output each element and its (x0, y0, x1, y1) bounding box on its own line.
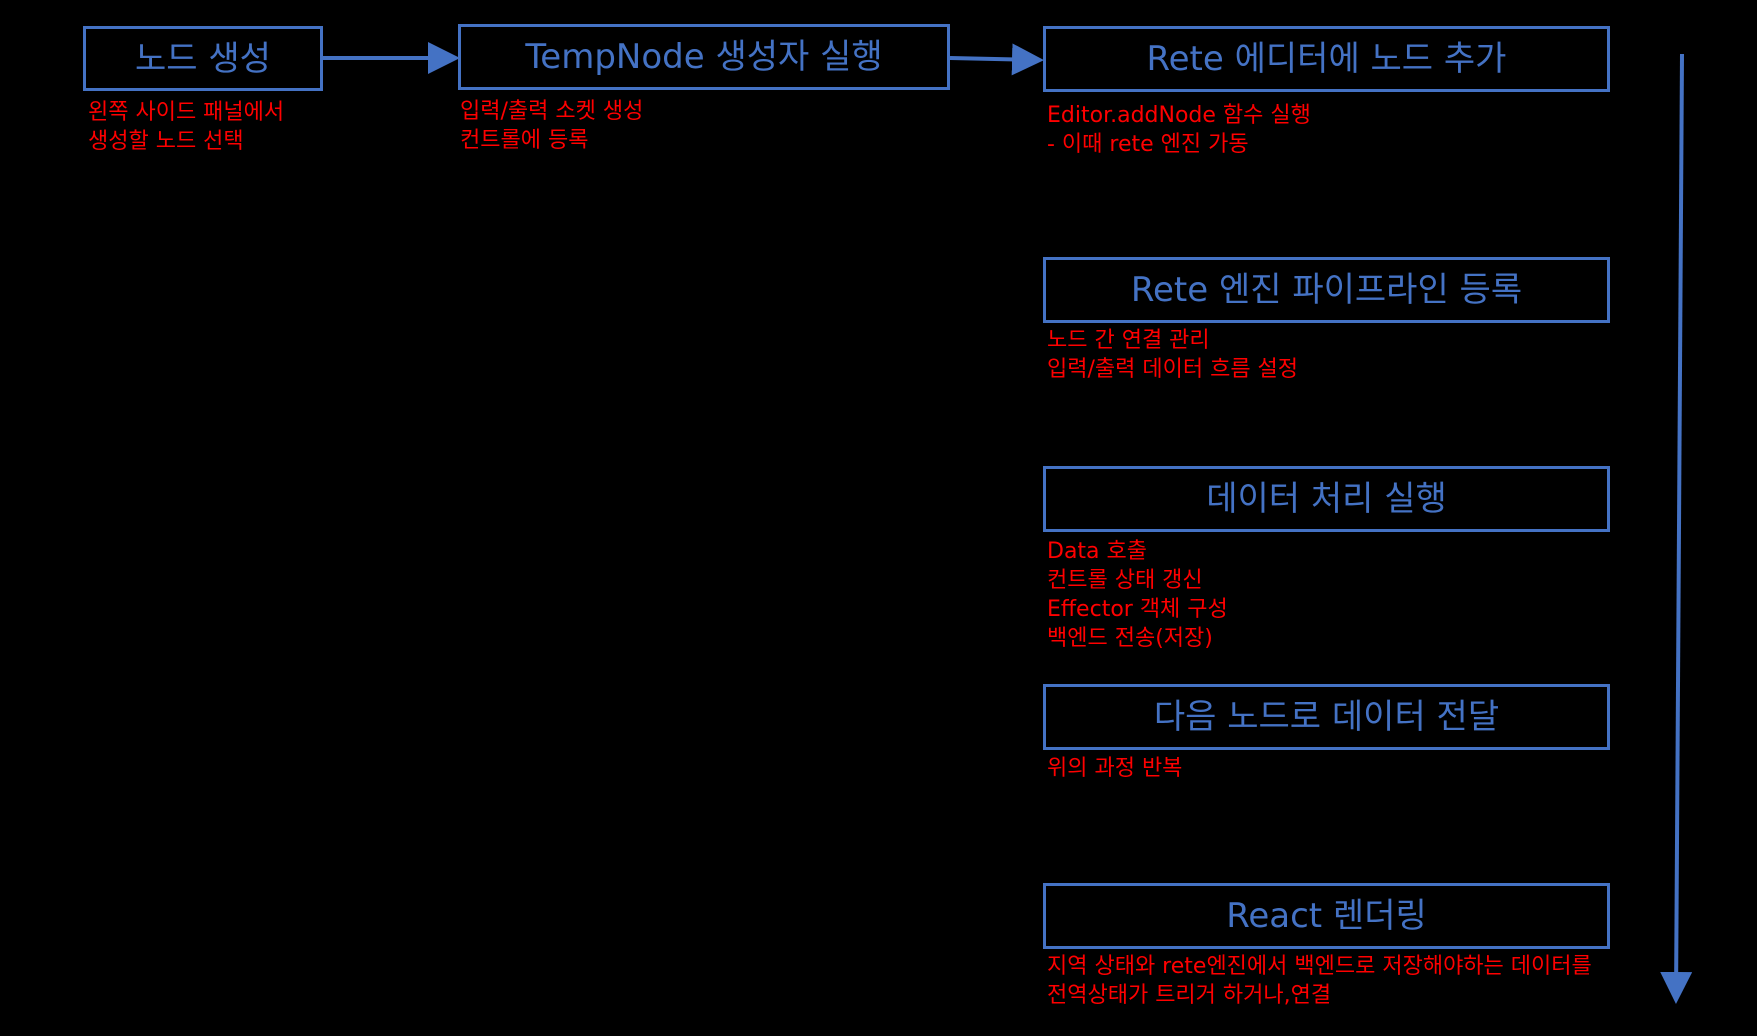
node-create-label: 노드 생성 (135, 38, 271, 79)
arrow-constructor-to-editor (949, 43, 1044, 76)
node-add-node-to-editor-label: Rete 에디터에 노드 추가 (1146, 39, 1507, 79)
node-run-data-processing: 데이터 처리 실행 (1043, 466, 1610, 532)
node-pass-data-to-next-node-label: 다음 노드로 데이터 전달 (1153, 697, 1500, 737)
note-run-data-processing: Data 호출 컨트롤 상태 갱신 Effector 객체 구성 백엔드 전송(… (1047, 537, 1228, 653)
note-tempnode-constructor: 입력/출력 소켓 생성 컨트롤에 등록 (460, 97, 643, 155)
node-tempnode-constructor-label: TempNode 생성자 실행 (525, 37, 883, 77)
note-line: 왼쪽 사이드 패널에서 (88, 100, 285, 125)
node-react-rendering-label: React 렌더링 (1226, 896, 1427, 936)
note-line: 노드 간 연결 관리 (1047, 328, 1210, 353)
node-run-data-processing-label: 데이터 처리 실행 (1206, 479, 1447, 519)
note-react-rendering: 지역 상태와 rete엔진에서 백엔드로 저장해야하는 데이터를 전역상태가 트… (1047, 952, 1592, 1010)
note-line: 입력/출력 소켓 생성 (460, 99, 644, 124)
node-create: 노드 생성 (83, 26, 323, 91)
note-pass-data-to-next-node: 위의 과정 반복 (1047, 754, 1182, 783)
note-line: Effector 객체 구성 (1047, 597, 1228, 622)
node-register-engine-pipeline: Rete 엔진 파이프라인 등록 (1043, 257, 1610, 323)
note-line: Editor.addNode 함수 실행 (1047, 103, 1311, 128)
node-register-engine-pipeline-label: Rete 엔진 파이프라인 등록 (1130, 270, 1523, 310)
note-line: 지역 상태와 rete엔진에서 백엔드로 저장해야하는 데이터를 (1047, 954, 1592, 979)
note-line: 생성할 노드 선택 (88, 129, 244, 154)
note-register-engine-pipeline: 노드 간 연결 관리 입력/출력 데이터 흐름 설정 (1047, 326, 1298, 384)
arrow-vertical-flow (1660, 53, 1693, 1004)
note-line: 컨트롤에 등록 (460, 128, 589, 153)
note-line: Data 호출 (1047, 539, 1148, 564)
note-create: 왼쪽 사이드 패널에서 생성할 노드 선택 (88, 98, 284, 156)
note-line: 컨트롤 상태 갱신 (1047, 568, 1203, 593)
note-line: - 이때 rete 엔진 가동 (1047, 132, 1249, 157)
note-line: 백엔드 전송(저장) (1047, 626, 1213, 651)
note-add-node-to-editor: Editor.addNode 함수 실행 - 이때 rete 엔진 가동 (1047, 101, 1311, 159)
node-add-node-to-editor: Rete 에디터에 노드 추가 (1043, 26, 1610, 92)
note-line: 전역상태가 트리거 하거나,연결 (1047, 983, 1332, 1008)
node-pass-data-to-next-node: 다음 노드로 데이터 전달 (1043, 684, 1610, 750)
note-line: 위의 과정 반복 (1047, 756, 1183, 781)
node-tempnode-constructor: TempNode 생성자 실행 (458, 24, 950, 90)
node-react-rendering: React 렌더링 (1043, 883, 1610, 949)
note-line: 입력/출력 데이터 흐름 설정 (1047, 357, 1299, 382)
